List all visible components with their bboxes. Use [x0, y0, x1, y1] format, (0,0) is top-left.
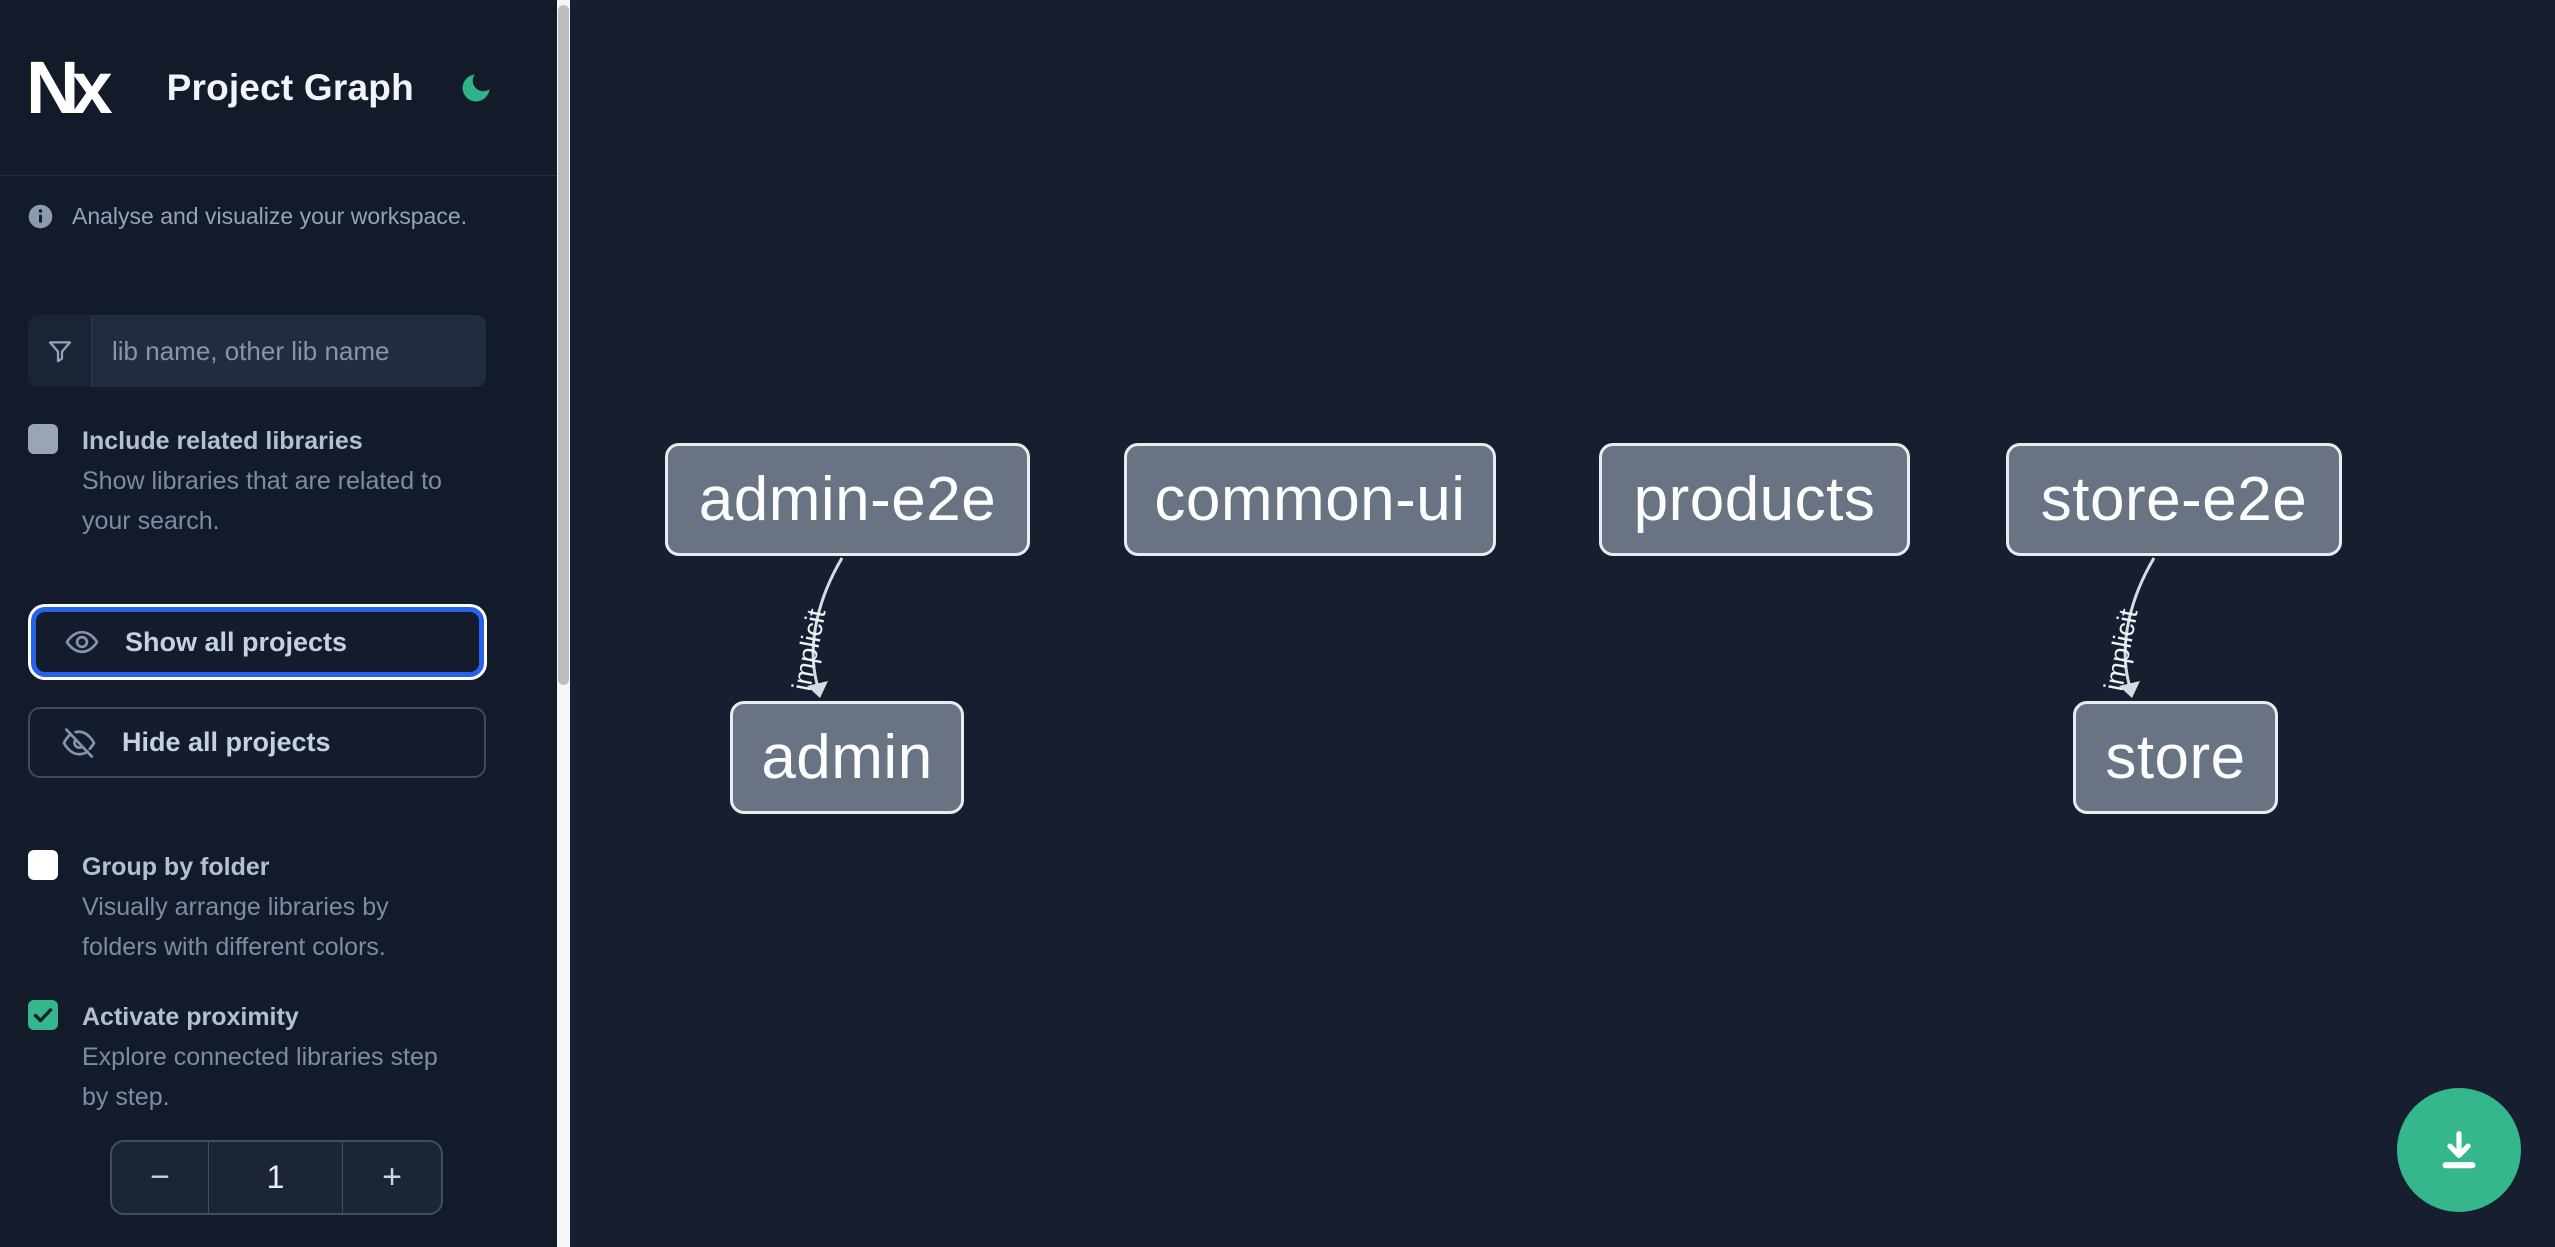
page-title: Project Graph [166, 66, 414, 108]
graph-node-store[interactable]: store [2073, 701, 2278, 814]
group-by-folder-checkbox[interactable] [28, 850, 58, 880]
project-graph-canvas[interactable]: implicit implicit admin-e2e common-ui pr… [570, 0, 2555, 1247]
option-description: Explore connected libraries step by step… [82, 1043, 438, 1111]
decrement-button[interactable]: − [112, 1142, 209, 1213]
graph-node-products[interactable]: products [1599, 443, 1910, 556]
option-text: Include related libraries Show libraries… [82, 424, 533, 541]
increment-button[interactable]: + [382, 1158, 402, 1196]
graph-node-admin[interactable]: admin [730, 701, 964, 814]
edge-label-implicit: implicit [786, 606, 831, 693]
graph-edges: implicit implicit [786, 557, 2156, 698]
download-graph-button[interactable] [2397, 1088, 2521, 1212]
option-description: Show libraries that are related to your … [82, 467, 442, 535]
edge-store [2123, 557, 2156, 685]
activate-proximity-checkbox[interactable] [28, 1000, 58, 1030]
search-input[interactable] [92, 315, 486, 387]
info-icon [28, 204, 53, 229]
edge-label-implicit: implicit [2098, 606, 2143, 693]
option-group-by-folder: Group by folder Visually arrange librari… [28, 850, 533, 967]
intro-row: Analyse and visualize your workspace. [27, 203, 527, 230]
option-activate-proximity: Activate proximity Explore connected lib… [28, 1000, 533, 1117]
moon-icon [462, 74, 490, 101]
option-label: Activate proximity [82, 1003, 299, 1031]
arrowhead-icon [2119, 681, 2140, 698]
funnel-filter-icon [48, 341, 71, 363]
eye-icon [65, 630, 99, 654]
arrowhead-icon [807, 681, 828, 698]
show-all-label: Show all projects [125, 626, 348, 657]
stepper-value: 1 [209, 1142, 343, 1213]
sidebar: Nx Project Graph Analyse and visualize y… [0, 0, 557, 1247]
filter-icon-cell [28, 315, 92, 387]
option-text: Group by folder Visually arrange librari… [82, 850, 533, 967]
intro-text: Analyse and visualize your workspace. [72, 203, 468, 229]
show-all-projects-button[interactable]: Show all projects [31, 607, 484, 677]
graph-node-common-ui[interactable]: common-ui [1124, 443, 1496, 556]
nx-logo: Nx [26, 45, 113, 129]
graph-node-store-e2e[interactable]: store-e2e [2006, 443, 2342, 556]
sidebar-scrollbar-thumb[interactable] [558, 5, 569, 685]
include-related-checkbox[interactable] [28, 424, 58, 454]
option-label: Group by folder [82, 853, 270, 881]
sidebar-header: Nx Project Graph [0, 0, 557, 176]
option-text: Activate proximity Explore connected lib… [82, 1000, 533, 1117]
option-description: Visually arrange libraries by folders wi… [82, 893, 389, 961]
option-include-related: Include related libraries Show libraries… [28, 424, 533, 541]
filter-search [28, 315, 486, 387]
proximity-stepper: − 1 + [110, 1140, 443, 1215]
check-icon [33, 1008, 53, 1023]
hide-all-projects-button[interactable]: Hide all projects [28, 707, 486, 778]
hide-all-label: Hide all projects [122, 727, 331, 757]
graph-node-admin-e2e[interactable]: admin-e2e [665, 443, 1030, 556]
theme-toggle-button[interactable] [458, 70, 494, 106]
edge-admin [811, 557, 844, 685]
option-label: Include related libraries [82, 427, 363, 455]
download-icon [2442, 1131, 2476, 1169]
eye-off-icon [62, 727, 96, 758]
